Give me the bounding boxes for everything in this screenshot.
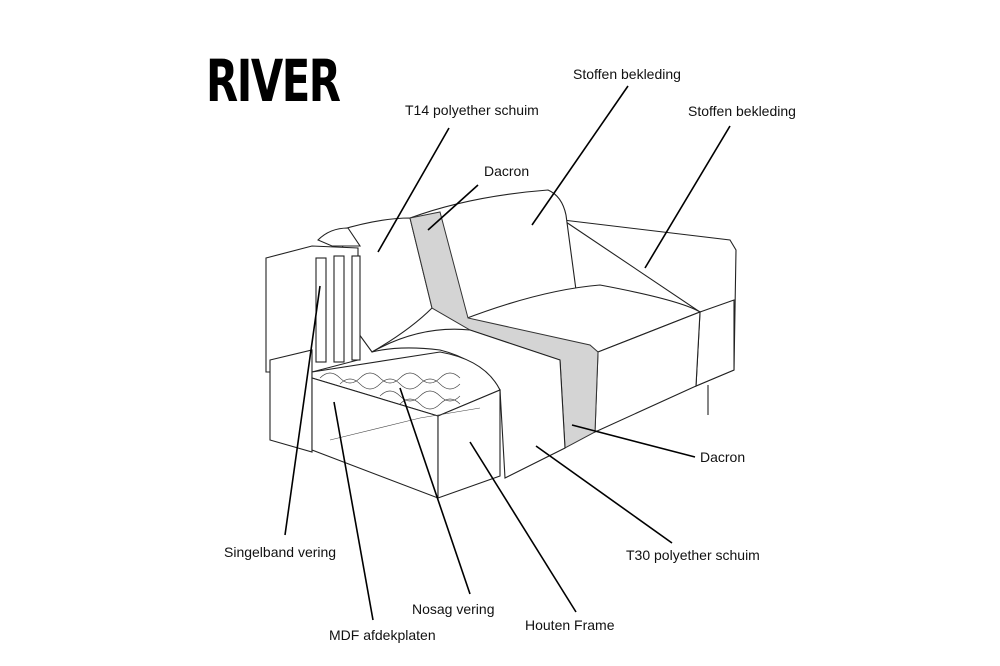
leader-t30 (535, 445, 673, 544)
leader-stoffen1 (531, 85, 629, 226)
leader-nosag (399, 387, 471, 595)
dacron-band (409, 211, 599, 449)
leader-houten (469, 441, 577, 613)
label-dacron-top: Dacron (484, 163, 530, 179)
label-dacron-right: Dacron (700, 449, 746, 465)
label-t14-polyether-foam: T14 polyether schuim (405, 102, 539, 118)
label-t30-polyether-foam: T30 polyether schuim (626, 547, 760, 563)
product-title: RIVER (206, 47, 341, 115)
label-nosag-springs: Nosag vering (412, 601, 495, 617)
nosag-springs (319, 372, 461, 410)
seat-cushion (460, 284, 702, 433)
leader-stoffen2 (644, 125, 731, 269)
singelband-webbing (315, 255, 361, 363)
t14-foam (317, 217, 433, 353)
label-fabric-upholstery-back: Stoffen bekleding (573, 66, 681, 82)
leader-dacron-top (427, 184, 479, 231)
leader-singelband (284, 285, 321, 536)
label-fabric-upholstery-arm: Stoffen bekleding (688, 103, 796, 119)
leader-mdf (333, 401, 374, 621)
leader-t14 (377, 127, 450, 253)
label-singelband-springs: Singelband vering (224, 544, 337, 560)
leader-dacron-right (571, 424, 696, 458)
label-wooden-frame: Houten Frame (525, 617, 615, 633)
leader-lines (284, 85, 731, 621)
label-mdf-panels: MDF afdekplaten (329, 627, 436, 643)
